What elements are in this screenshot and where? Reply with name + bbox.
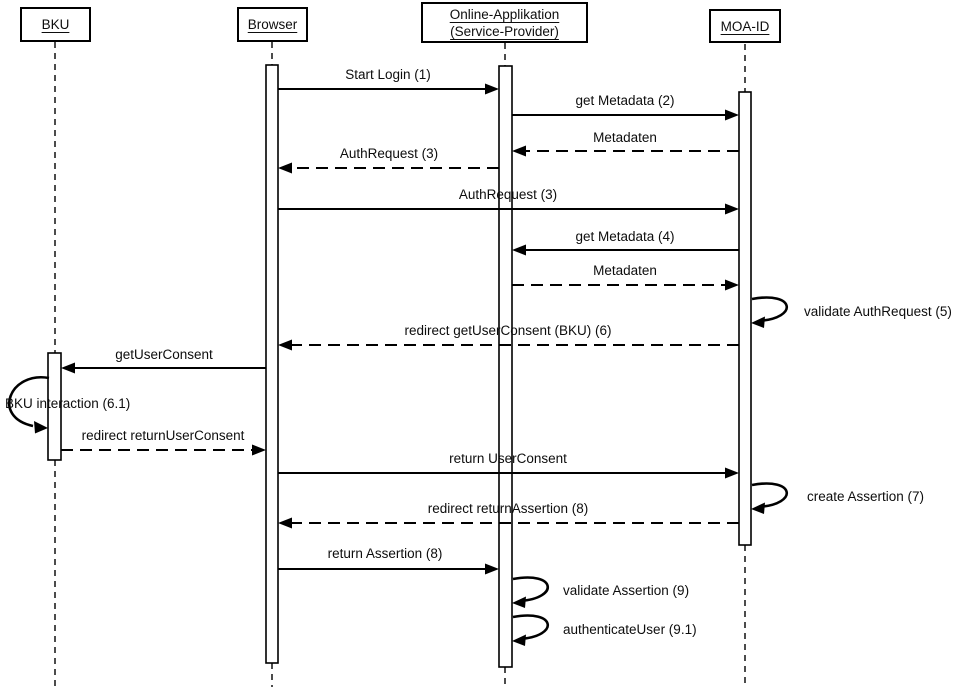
arrowhead-bku-interaction-loop (34, 421, 48, 434)
arrowhead-authrequest-browser-moa (725, 203, 739, 215)
message-label-validate-assertion: validate Assertion (9) (563, 583, 690, 598)
arrowhead-start-login (485, 83, 499, 95)
actor-label-moa-id: MOA-ID (720, 18, 770, 34)
activation-online-applikation (498, 65, 513, 668)
arrowhead-metadaten-1 (512, 145, 526, 157)
actor-label-online-applikation: Online-Applikation (Service-Provider) (449, 6, 560, 39)
message-label-create-assertion: create Assertion (7) (807, 489, 925, 504)
arrowhead-validate-authrequest-loop (751, 316, 765, 328)
message-label-return-userconsent: return UserConsent (449, 451, 567, 466)
arrowhead-return-assertion (485, 563, 499, 575)
message-label-start-login: Start Login (1) (345, 67, 431, 82)
arrowhead-metadaten-2 (725, 279, 739, 291)
message-label-get-metadata-4: get Metadata (4) (575, 229, 675, 244)
arrowhead-authenticateuser-loop (512, 634, 526, 646)
message-label-authenticateuser: authenticateUser (9.1) (563, 622, 697, 637)
message-label-authrequest-oa-browser: AuthRequest (3) (339, 146, 439, 161)
actor-box-bku: BKU (20, 7, 91, 42)
arrowhead-redirect-returnuserconsent (252, 444, 266, 456)
message-label-metadaten-1: Metadaten (593, 130, 657, 145)
message-label-redirect-getuserconsent: redirect getUserConsent (BKU) (6) (404, 323, 612, 338)
arrowhead-authrequest-oa-browser (278, 162, 292, 174)
message-label-authrequest-browser-moa: AuthRequest (3) (458, 187, 558, 202)
message-label-return-assertion: return Assertion (8) (327, 546, 443, 561)
arrow-create-assertion-loop (751, 482, 789, 509)
arrow-bku-interaction-loop (8, 376, 50, 428)
actor-label-bku: BKU (41, 17, 70, 32)
arrow-validate-assertion-loop (512, 576, 550, 603)
arrowhead-redirect-returnassertion (278, 517, 292, 529)
activation-moa-id (738, 91, 752, 546)
arrowhead-get-metadata-4 (512, 244, 526, 256)
arrowhead-create-assertion-loop (751, 502, 765, 514)
arrowhead-redirect-getuserconsent (278, 339, 292, 351)
arrowhead-get-metadata-2 (725, 109, 739, 121)
message-label-getuserconsent: getUserConsent (115, 347, 213, 362)
message-label-validate-authrequest: validate AuthRequest (5) (804, 304, 952, 319)
actor-label-browser: Browser (247, 17, 298, 32)
activation-bku (47, 352, 62, 461)
arrowhead-getuserconsent (61, 362, 75, 374)
arrowhead-validate-assertion-loop (512, 596, 526, 608)
activation-browser (265, 64, 279, 664)
arrow-authenticateuser-loop (512, 614, 550, 641)
actor-box-online-applikation: Online-Applikation (Service-Provider) (421, 2, 588, 43)
message-label-get-metadata-2: get Metadata (2) (575, 93, 675, 108)
message-label-redirect-returnassertion: redirect returnAssertion (8) (427, 501, 589, 516)
message-label-bku-interaction: BKU interaction (6.1) (5, 396, 131, 411)
message-label-metadaten-2: Metadaten (593, 263, 657, 278)
arrowhead-return-userconsent (725, 467, 739, 479)
arrow-validate-authrequest-loop (751, 296, 789, 323)
actor-box-moa-id: MOA-ID (709, 9, 781, 43)
message-label-redirect-returnuserconsent: redirect returnUserConsent (81, 428, 245, 443)
actor-box-browser: Browser (237, 7, 308, 42)
